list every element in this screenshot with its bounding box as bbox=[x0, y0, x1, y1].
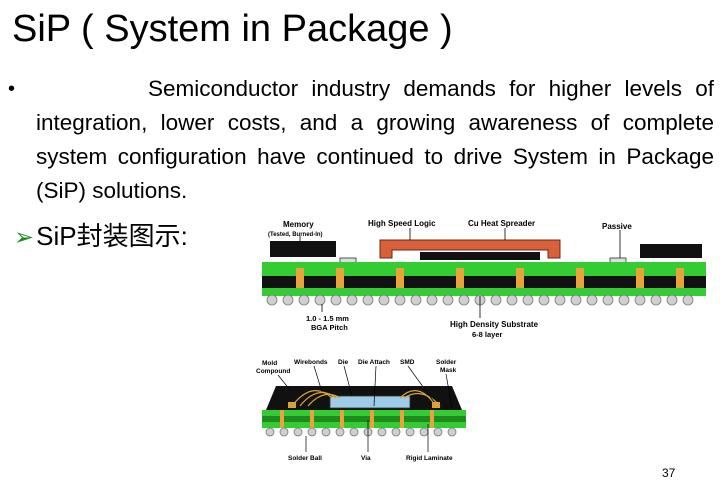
bullet-sip-diagram-text: SiP封装图示: bbox=[36, 221, 188, 251]
page-number: 37 bbox=[662, 466, 676, 480]
laminate-inner bbox=[262, 416, 466, 422]
figure-top-background bbox=[258, 210, 710, 346]
label-memory-sub: (Tested, Burned-In) bbox=[268, 232, 323, 238]
leader-lines-bottom bbox=[277, 365, 453, 452]
label-memory: Memory bbox=[283, 220, 314, 229]
high-speed-logic-die bbox=[420, 252, 540, 260]
smd-left bbox=[288, 402, 296, 408]
bullet-sip-diagram: ➢SiP封装图示: bbox=[14, 218, 188, 256]
arrow-bullet-icon: ➢ bbox=[14, 224, 35, 251]
label-substrate-2: 6-8 layer bbox=[472, 330, 503, 339]
memory-chip bbox=[270, 241, 336, 257]
label-die-attach: Die Attach bbox=[358, 359, 390, 366]
mold-compound bbox=[266, 386, 462, 410]
cu-heat-spreader bbox=[379, 239, 561, 259]
label-solder-mask-1: Solder bbox=[436, 359, 457, 366]
passive-component-left bbox=[339, 257, 357, 267]
substrate-core bbox=[262, 276, 706, 290]
bullet-paragraph: • Semiconductor industry demands for hig… bbox=[8, 72, 714, 208]
label-rigid-laminate: Rigid Laminate bbox=[406, 455, 453, 462]
bullet-dot-icon: • bbox=[8, 78, 16, 100]
die bbox=[329, 395, 411, 409]
laminate-vias bbox=[280, 410, 434, 428]
slide-title: SiP ( System in Package ) bbox=[12, 8, 453, 50]
solder-balls bbox=[265, 427, 457, 437]
bga-solder-balls bbox=[266, 294, 694, 306]
wirebonds bbox=[291, 390, 441, 407]
label-smd: SMD bbox=[400, 359, 415, 366]
label-mold-1: Mold bbox=[262, 360, 277, 367]
smd-right bbox=[432, 402, 440, 408]
substrate-lower bbox=[262, 288, 706, 296]
substrate-upper bbox=[262, 262, 706, 288]
rigid-laminate bbox=[262, 410, 466, 428]
label-cu-heat-spreader: Cu Heat Spreader bbox=[468, 219, 535, 228]
label-mold-2: Compound bbox=[256, 368, 290, 375]
substrate-vias bbox=[296, 268, 684, 294]
label-die: Die bbox=[338, 359, 349, 366]
bullet-paragraph-text: Semiconductor industry demands for highe… bbox=[36, 76, 714, 203]
memory-chip-right bbox=[640, 244, 702, 258]
label-high-speed-logic: High Speed Logic bbox=[368, 219, 436, 228]
label-solder-mask-2: Mask bbox=[440, 367, 457, 374]
leader-lines-top bbox=[299, 228, 621, 318]
label-bga-pitch-1: 1.0 - 1.5 mm bbox=[306, 314, 349, 323]
label-solder-ball: Solder Ball bbox=[288, 455, 322, 462]
label-via: Via bbox=[361, 455, 371, 462]
label-wirebonds: Wirebonds bbox=[294, 359, 328, 366]
figure-bottom-background bbox=[252, 352, 472, 466]
label-bga-pitch-2: BGA Pitch bbox=[311, 323, 348, 332]
label-passive: Passive bbox=[602, 222, 632, 231]
passive-component-right bbox=[609, 257, 627, 267]
label-substrate-1: High Density Substrate bbox=[450, 320, 539, 329]
